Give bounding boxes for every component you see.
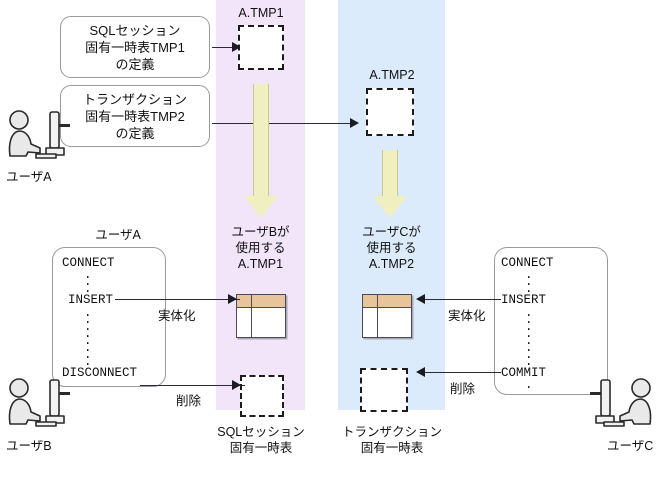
dropped-table-box-tmp1 bbox=[240, 375, 284, 417]
arrow-head-materialize-left-icon bbox=[228, 294, 237, 304]
label-user-c-using-line1: ユーザCが bbox=[362, 225, 421, 239]
caption-transaction-band-line1: トランザクション bbox=[341, 425, 442, 439]
caption-transaction-band-line2: 固有一時表 bbox=[360, 441, 424, 455]
label-user-c-using-line2: 使用する bbox=[366, 241, 417, 255]
arrow-head-define-tmp1-icon bbox=[232, 42, 241, 52]
connector-materialize-right bbox=[425, 299, 501, 300]
connector-delete-left bbox=[140, 385, 245, 386]
callout-define-tmp2-line3: の定義 bbox=[115, 125, 155, 141]
connector-delete-right bbox=[425, 372, 501, 373]
callout-define-tmp2-line2: 固有一時表TMP2 bbox=[85, 108, 185, 124]
materialized-table-tmp2-divider bbox=[377, 295, 378, 337]
callout-define-tmp2: トランザクション 固有一時表TMP2 の定義 bbox=[60, 85, 210, 147]
label-a-tmp1: A.TMP1 bbox=[238, 6, 284, 20]
connector-define-tmp2 bbox=[212, 123, 352, 124]
caption-session-band-line1: SQLセッション bbox=[217, 425, 305, 439]
label-materialize-right: 実体化 bbox=[448, 309, 486, 323]
connector-define-tmp1 bbox=[212, 47, 234, 48]
label-user-b: ユーザB bbox=[6, 439, 52, 453]
temp-table-box-tmp1 bbox=[238, 25, 284, 70]
arrow-head-define-tmp2-icon bbox=[350, 118, 359, 128]
arrow-head-delete-left-icon bbox=[232, 380, 241, 390]
temp-table-box-tmp2 bbox=[366, 88, 414, 136]
label-a-tmp2: A.TMP2 bbox=[369, 68, 415, 82]
materialized-table-tmp1-header bbox=[237, 295, 285, 308]
code-line-connect-left: CONNECT bbox=[62, 256, 115, 270]
code-dots-left-2: ........ bbox=[84, 306, 92, 369]
label-user-a-top: ユーザA bbox=[6, 170, 52, 184]
arrow-head-materialize-right-icon bbox=[416, 294, 425, 304]
callout-define-tmp1: SQLセッション 固有一時表TMP1 の定義 bbox=[60, 16, 210, 78]
code-dots-left-1: ... bbox=[84, 268, 92, 296]
code-dots-right-1: ... bbox=[525, 268, 533, 296]
label-user-b-using-line1: ユーザBが bbox=[231, 225, 290, 239]
code-line-insert-right: INSERT bbox=[501, 293, 547, 307]
label-code-owner-user-a: ユーザA bbox=[95, 228, 141, 242]
flow-arrow-session-icon bbox=[244, 84, 278, 218]
label-materialize-left: 実体化 bbox=[158, 309, 196, 323]
label-user-c: ユーザC bbox=[607, 439, 654, 453]
materialized-table-tmp2-header bbox=[363, 295, 411, 308]
code-line-disconnect-left: DISCONNECT bbox=[62, 366, 138, 380]
label-user-c-using: ユーザCが 使用する A.TMP2 bbox=[338, 224, 445, 272]
label-user-b-using-line3: A.TMP1 bbox=[237, 257, 284, 271]
label-delete-right: 削除 bbox=[450, 382, 476, 396]
user-a-workstation-icon bbox=[6, 104, 72, 164]
flow-arrow-transaction-icon bbox=[373, 150, 407, 218]
callout-define-tmp1-line1: SQLセッション bbox=[89, 22, 181, 38]
code-line-insert-left: INSERT bbox=[68, 293, 114, 307]
label-user-b-using-line2: 使用する bbox=[235, 241, 286, 255]
callout-define-tmp1-line3: の定義 bbox=[115, 56, 155, 72]
label-user-b-using: ユーザBが 使用する A.TMP1 bbox=[216, 224, 305, 272]
user-c-workstation-icon bbox=[588, 372, 654, 432]
label-user-c-using-line3: A.TMP2 bbox=[368, 257, 415, 271]
label-delete-left: 削除 bbox=[176, 394, 202, 408]
code-dots-right-3: . bbox=[525, 378, 533, 392]
code-line-commit-right: COMMIT bbox=[501, 366, 547, 380]
code-line-connect-right: CONNECT bbox=[501, 256, 554, 270]
code-panel-session bbox=[52, 247, 166, 387]
dropped-table-box-tmp2 bbox=[360, 368, 408, 412]
materialized-table-tmp1 bbox=[236, 294, 286, 338]
caption-session-band: SQLセッション 固有一時表 bbox=[196, 424, 326, 456]
caption-session-band-line2: 固有一時表 bbox=[229, 441, 293, 455]
materialized-table-tmp2 bbox=[362, 294, 412, 338]
callout-define-tmp1-line2: 固有一時表TMP1 bbox=[85, 39, 185, 55]
connector-materialize-left bbox=[115, 299, 240, 300]
callout-define-tmp2-line1: トランザクション bbox=[82, 91, 187, 107]
code-dots-right-2: ........ bbox=[525, 306, 533, 369]
caption-transaction-band: トランザクション 固有一時表 bbox=[327, 424, 457, 456]
code-panel-transaction bbox=[494, 247, 608, 395]
arrow-head-delete-right-icon bbox=[416, 367, 425, 377]
user-b-workstation-icon bbox=[6, 372, 72, 432]
materialized-table-tmp1-divider bbox=[251, 295, 252, 337]
